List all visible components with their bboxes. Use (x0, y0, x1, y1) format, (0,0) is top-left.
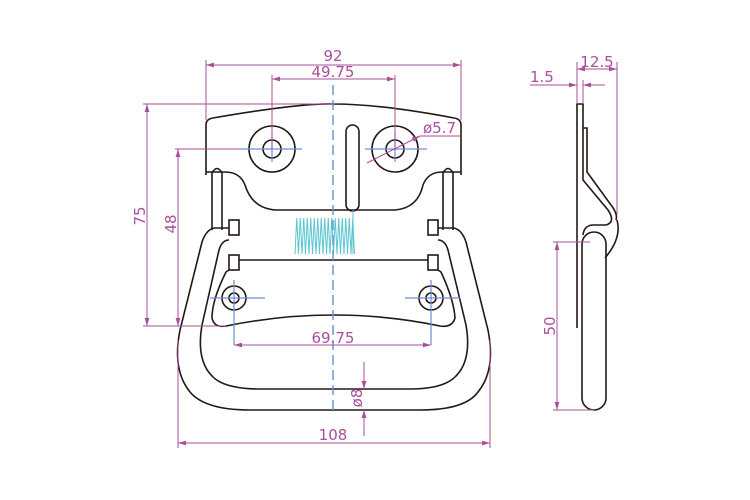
dim-48: 48 (162, 148, 240, 326)
dim-label-49-75: 49.75 (312, 63, 355, 81)
side-view: 12.5 1.5 50 (530, 53, 619, 411)
dim-label-12-5: 12.5 (580, 53, 613, 71)
side-hinge (604, 219, 619, 259)
dim-label-92: 92 (323, 47, 342, 65)
dim-label-50: 50 (541, 316, 559, 335)
dim-12-5: 12.5 (576, 53, 618, 215)
left-knuckle-bottom (228, 254, 240, 271)
dim-75: 75 (131, 103, 333, 327)
front-view: 92 49.75 ø5.7 75 48 69.75 ø (131, 47, 492, 448)
dim-label-rod-diameter: ø8 (348, 389, 366, 408)
dim-label-48: 48 (162, 214, 180, 233)
dim-label-1-5: 1.5 (530, 68, 554, 86)
right-knuckle-top (427, 219, 439, 236)
spring-slot (345, 124, 360, 212)
side-handle (581, 231, 607, 411)
dim-label-75: 75 (131, 206, 149, 225)
dim-69-75: 69.75 (234, 329, 431, 348)
handle-outer (176, 227, 492, 411)
dim-49-75: 49.75 (271, 63, 396, 149)
dim-label-69-75: 69.75 (312, 329, 355, 347)
right-knuckle-bottom (427, 254, 439, 271)
plate-cutout (206, 171, 461, 211)
side-plate-inner (583, 127, 618, 221)
dim-1-5: 1.5 (530, 68, 605, 104)
dim-92: 92 (205, 47, 462, 120)
spring (294, 210, 355, 255)
hole-centerlines (210, 132, 460, 345)
dim-108: 108 (177, 340, 491, 448)
left-knuckle-top (228, 219, 240, 236)
right-hinge-post (442, 167, 454, 230)
dim-hole-diameter: ø5.7 (366, 119, 461, 164)
dim-label-108: 108 (319, 426, 348, 444)
dim-rod-diameter: ø8 (348, 362, 367, 436)
side-plate (576, 103, 613, 328)
left-hinge-post (211, 167, 223, 230)
handle-inner (199, 239, 469, 390)
dim-label-hole-diameter: ø5.7 (423, 119, 456, 137)
dim-50: 50 (541, 241, 594, 411)
